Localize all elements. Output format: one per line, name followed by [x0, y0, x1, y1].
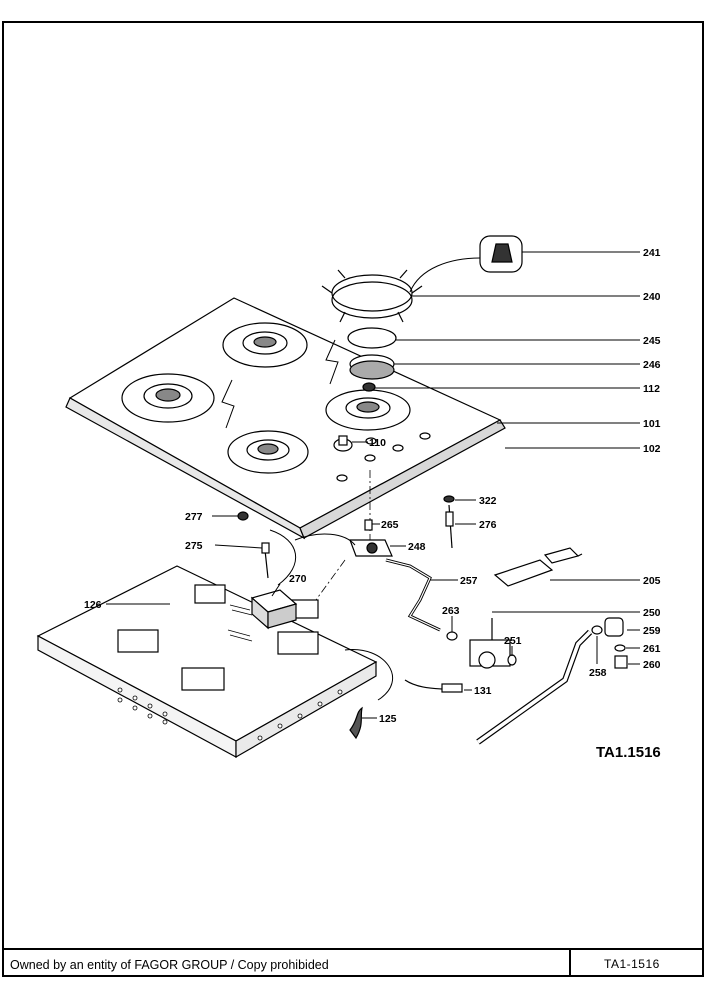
callout-102: 102	[643, 443, 661, 455]
callout-126: 126	[84, 599, 102, 611]
burner-left	[121, 373, 215, 423]
callout-322: 322	[479, 495, 497, 507]
title-block-divider	[569, 950, 571, 975]
spark-electrode	[443, 495, 455, 549]
sheet-code: TA1-1516	[604, 957, 660, 971]
callout-270: 270	[289, 573, 307, 585]
callout-131: 131	[474, 685, 492, 697]
support-foot	[409, 235, 523, 293]
drawing-sheet: Owned by an entity of FAGOR GROUP / Copy…	[2, 21, 704, 977]
ignition-connector	[493, 547, 583, 587]
ownership-notice: Owned by an entity of FAGOR GROUP / Copy…	[10, 958, 329, 972]
callout-101: 101	[643, 418, 661, 430]
base-tray	[36, 565, 378, 759]
burner-front	[227, 430, 309, 474]
flame-spreader	[349, 354, 395, 380]
inlet-elbow	[591, 617, 628, 669]
bush	[237, 511, 249, 521]
thermocouple	[261, 529, 296, 586]
callout-248: 248	[408, 541, 426, 553]
cooktop-plate	[65, 297, 506, 540]
wiring-harness	[344, 649, 463, 701]
callout-265: 265	[381, 519, 399, 531]
callout-260: 260	[643, 659, 661, 671]
callout-275: 275	[185, 540, 203, 552]
callout-257: 257	[460, 575, 478, 587]
title-block: Owned by an entity of FAGOR GROUP / Copy…	[4, 948, 702, 975]
callout-251: 251	[504, 635, 522, 647]
pan-support	[321, 269, 423, 323]
callout-258: 258	[589, 667, 607, 679]
gas-pipe	[385, 558, 441, 632]
callout-241: 241	[643, 247, 661, 259]
fixing-clip	[349, 706, 363, 740]
injector	[362, 382, 376, 392]
callout-110: 110	[369, 437, 386, 449]
burner-rear	[222, 322, 308, 368]
burner-cap	[347, 327, 397, 349]
burner-bracket	[294, 519, 393, 557]
callout-112: 112	[643, 383, 660, 395]
callout-261: 261	[643, 643, 661, 655]
callout-205: 205	[643, 575, 661, 587]
callout-245: 245	[643, 335, 661, 347]
callout-250: 250	[643, 607, 661, 619]
callout-259: 259	[643, 625, 661, 637]
callout-277: 277	[185, 511, 203, 523]
callout-276: 276	[479, 519, 497, 531]
ignition-module	[250, 589, 298, 630]
control-knob	[333, 435, 353, 452]
drawing-code: TA1.1516	[596, 744, 661, 761]
callout-246: 246	[643, 359, 661, 371]
callout-240: 240	[643, 291, 661, 303]
gas-valve	[446, 618, 517, 669]
callout-125: 125	[379, 713, 397, 725]
callout-263: 263	[442, 605, 460, 617]
